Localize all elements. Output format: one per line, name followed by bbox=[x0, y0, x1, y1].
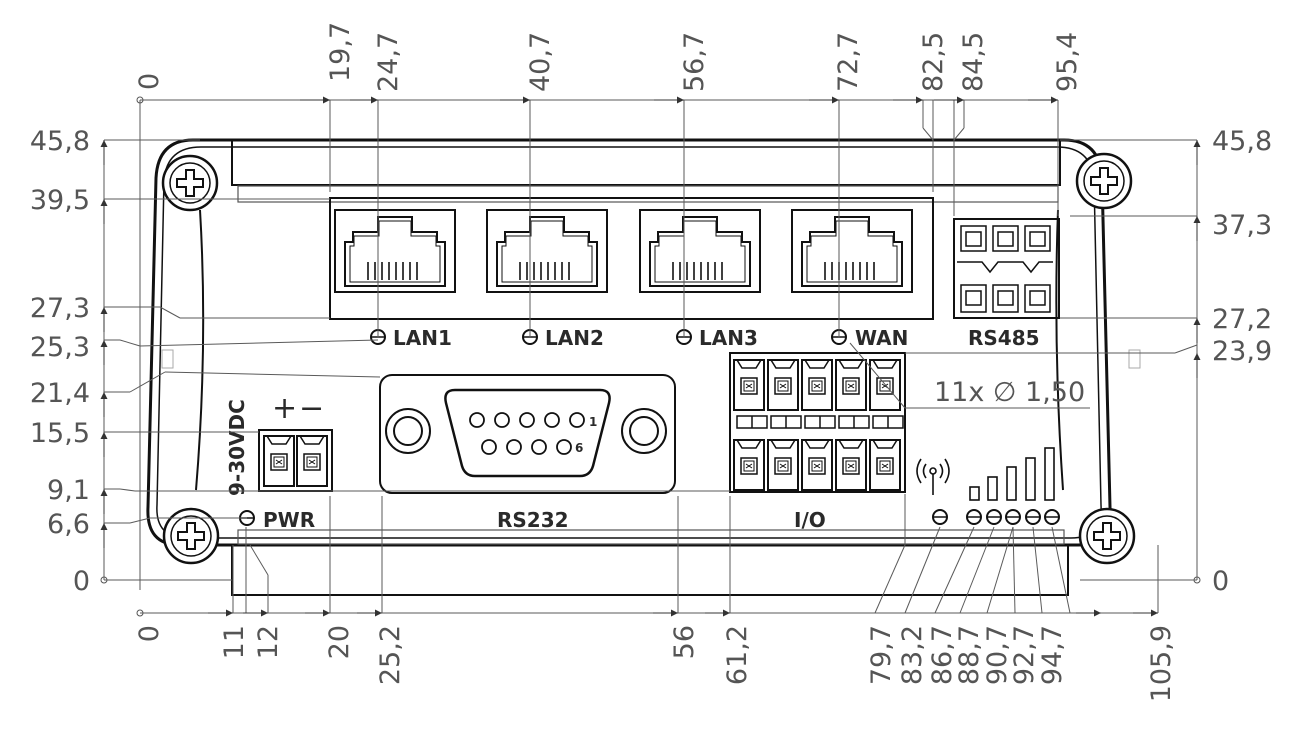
dim-bot-90-7: 90,7 bbox=[982, 625, 1013, 685]
wan-label: WAN bbox=[855, 326, 908, 350]
pin6-label: 6 bbox=[575, 441, 583, 455]
rj45-port-icon bbox=[639, 209, 761, 293]
rj45-port-icon bbox=[334, 209, 456, 293]
dim-left-39-5: 39,5 bbox=[30, 185, 90, 216]
dim-top-56-7: 56,7 bbox=[679, 32, 710, 92]
top-dimension-labels: 0 19,7 24,7 40,7 56,7 72,7 82,5 84,5 95,… bbox=[134, 22, 1083, 92]
minus-label: − bbox=[299, 391, 324, 426]
screw-icon bbox=[161, 154, 219, 212]
dim-right-45-8: 45,8 bbox=[1212, 126, 1272, 157]
dim-left-21-4: 21,4 bbox=[30, 378, 90, 409]
io-label: I/O bbox=[794, 508, 826, 532]
ethernet-port-panel bbox=[329, 197, 934, 320]
dim-right-0: 0 bbox=[1212, 566, 1229, 597]
rs485-terminal-block-icon bbox=[953, 218, 1060, 319]
plus-label: + bbox=[272, 391, 297, 426]
dim-bot-79-7: 79,7 bbox=[866, 625, 897, 685]
dimension-lines bbox=[100, 96, 1201, 617]
dim-bot-56: 56 bbox=[669, 625, 700, 659]
dim-left-0: 0 bbox=[73, 566, 90, 597]
right-dimension-labels: 45,8 37,3 27,2 23,9 0 bbox=[1212, 126, 1272, 597]
rs485-label: RS485 bbox=[968, 326, 1040, 350]
led-icon bbox=[986, 509, 1002, 525]
led-icon bbox=[966, 509, 982, 525]
dim-bot-11: 11 bbox=[219, 625, 250, 659]
dim-right-27-2: 27,2 bbox=[1212, 304, 1272, 335]
io-terminal-block-icon bbox=[729, 352, 906, 493]
screw-icon bbox=[162, 507, 220, 565]
dim-bot-20: 20 bbox=[324, 625, 355, 659]
dim-top-84-5: 84,5 bbox=[958, 32, 989, 92]
dim-left-15-5: 15,5 bbox=[30, 418, 90, 449]
bottom-dimension-labels: 0 11 12 20 25,2 56 61,2 79,7 83,2 86,7 8… bbox=[134, 625, 1177, 702]
screw-icon bbox=[1078, 507, 1136, 565]
dim-left-9-1: 9,1 bbox=[47, 475, 90, 506]
dim-top-0: 0 bbox=[134, 73, 165, 90]
pin1-label: 1 bbox=[589, 415, 597, 429]
dim-left-6-6: 6,6 bbox=[47, 509, 90, 540]
lan3-label: LAN3 bbox=[699, 326, 758, 350]
dim-top-19-7: 19,7 bbox=[325, 22, 356, 82]
dim-bot-83-2: 83,2 bbox=[897, 625, 928, 685]
dim-bot-25-2: 25,2 bbox=[375, 625, 406, 685]
dim-bot-12: 12 bbox=[253, 625, 284, 659]
rj45-port-icon bbox=[791, 209, 913, 293]
power-input-label: 9-30VDC bbox=[225, 399, 249, 496]
led-icon bbox=[1044, 509, 1060, 525]
dim-left-25-3: 25,3 bbox=[30, 332, 90, 363]
led-icon bbox=[1025, 509, 1041, 525]
dim-bot-86-7: 86,7 bbox=[927, 625, 958, 685]
left-dimension-labels: 45,8 39,5 27,3 25,3 21,4 15,5 9,1 6,6 0 bbox=[30, 126, 90, 597]
led-icon bbox=[1005, 509, 1021, 525]
dim-top-24-7: 24,7 bbox=[373, 32, 404, 92]
antenna-icon bbox=[916, 458, 950, 495]
dim-bot-0: 0 bbox=[134, 625, 165, 642]
dim-bot-61-2: 61,2 bbox=[722, 625, 753, 685]
dim-bot-92-7: 92,7 bbox=[1009, 625, 1040, 685]
lan1-label: LAN1 bbox=[393, 326, 452, 350]
dim-right-37-3: 37,3 bbox=[1212, 210, 1272, 241]
led-icon bbox=[932, 509, 948, 525]
hole-note: 11x ∅ 1,50 bbox=[934, 377, 1085, 408]
dim-top-40-7: 40,7 bbox=[525, 32, 556, 92]
dim-bot-94-7: 94,7 bbox=[1037, 625, 1068, 685]
dim-left-45-8: 45,8 bbox=[30, 126, 90, 157]
rj45-port-icon bbox=[486, 209, 608, 293]
dim-left-27-3: 27,3 bbox=[30, 293, 90, 324]
rs232-label: RS232 bbox=[497, 508, 569, 532]
signal-bars-icon bbox=[969, 447, 1055, 501]
screw-icon bbox=[1075, 152, 1133, 210]
dim-top-82-5: 82,5 bbox=[918, 32, 949, 92]
dim-top-95-4: 95,4 bbox=[1052, 32, 1083, 92]
dim-bot-88-7: 88,7 bbox=[954, 625, 985, 685]
lan2-label: LAN2 bbox=[545, 326, 604, 350]
pwr-label: PWR bbox=[263, 508, 315, 532]
dim-bot-105-9: 105,9 bbox=[1146, 625, 1177, 702]
dim-top-72-7: 72,7 bbox=[833, 32, 864, 92]
db9-connector-icon: 1 6 bbox=[379, 374, 676, 494]
dim-right-23-9: 23,9 bbox=[1212, 336, 1272, 367]
power-terminal-block-icon bbox=[258, 429, 333, 492]
